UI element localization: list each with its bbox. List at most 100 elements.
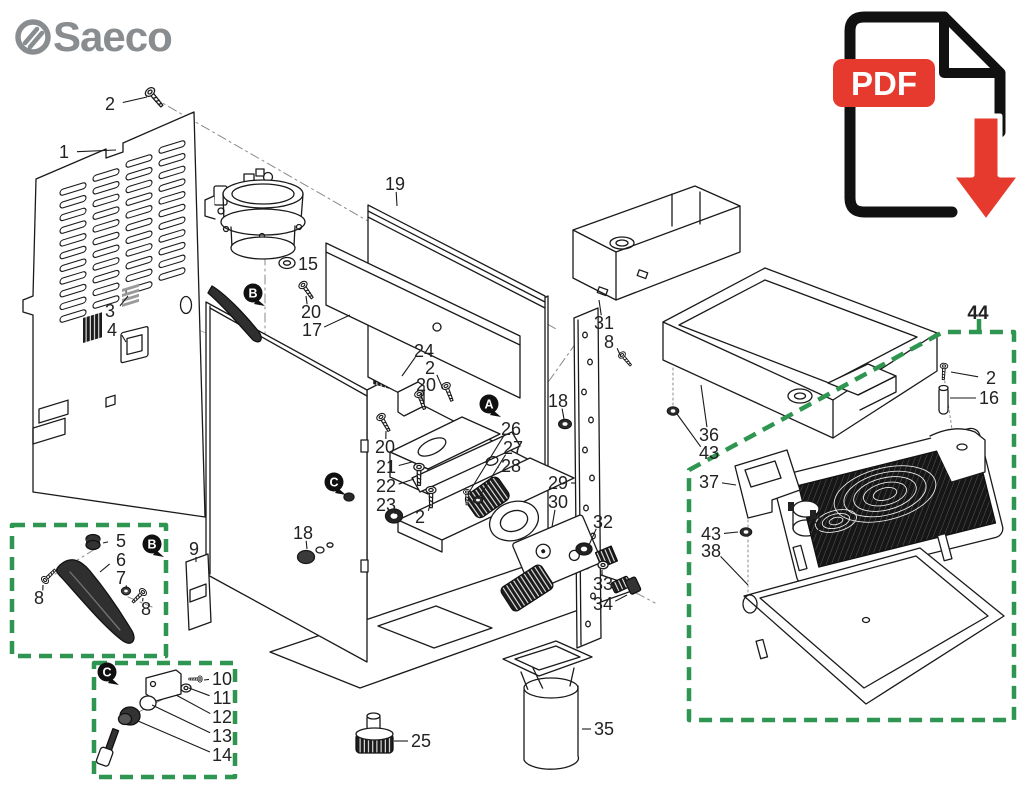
vent-clip-part-3	[122, 283, 139, 307]
part-callout-6: 6	[116, 550, 126, 570]
part-callout-9: 9	[189, 539, 199, 559]
washer-part-11	[180, 683, 192, 693]
drip-basin	[662, 267, 938, 439]
section-badge-A	[479, 394, 499, 414]
inner-panel-17	[325, 242, 521, 399]
pdf-badge	[833, 59, 935, 107]
part-callout-17: 17	[302, 320, 322, 340]
leader-line-10	[203, 678, 210, 681]
part-callout-3: 3	[105, 301, 115, 321]
lock-kit-group-c	[95, 669, 203, 767]
part-callout-32: 32	[593, 512, 613, 532]
part-callout-20: 20	[375, 437, 395, 457]
part-callout-13: 13	[212, 726, 232, 746]
part-callout-44: 44	[967, 303, 989, 324]
leader-line-27	[477, 454, 507, 500]
group-box-b	[9, 522, 169, 659]
part-callout-23: 23	[376, 495, 396, 515]
nut-part-32	[575, 542, 593, 556]
part-callout-27: 27	[503, 438, 523, 458]
part-callout-15: 15	[298, 254, 318, 274]
elbow-part-34	[610, 575, 642, 595]
part-callout-30: 30	[548, 492, 568, 512]
section-badge-label-B: B	[248, 287, 257, 301]
leader-line-37	[721, 482, 737, 486]
leader-line-22	[398, 478, 415, 485]
leader-line-34	[614, 594, 628, 602]
group-boxes	[9, 319, 1017, 780]
part-callout-7: 7	[116, 568, 126, 588]
leader-line-30	[551, 509, 556, 528]
part-callout-43: 43	[699, 443, 719, 463]
leader-line-6	[99, 563, 111, 573]
washer-part-15	[278, 256, 296, 270]
leader-line-2	[427, 504, 431, 512]
part-callout-8: 8	[34, 588, 44, 608]
leader-line-14	[137, 720, 211, 753]
part-callout-29: 29	[548, 473, 568, 493]
leader-line-2	[436, 374, 444, 390]
bracket-part-12	[145, 669, 182, 702]
section-badge-C	[97, 662, 117, 682]
part-callout-10: 10	[212, 669, 232, 689]
leader-line-24	[401, 356, 416, 377]
part-callout-34: 34	[593, 594, 613, 614]
part-callout-11: 11	[213, 688, 232, 708]
grounds-container	[572, 185, 741, 301]
leader-line-12	[175, 694, 211, 715]
leader-line-32	[588, 528, 597, 546]
foot-part-25	[355, 712, 394, 754]
saeco-logo-text: Saeco	[53, 13, 172, 60]
leader-line-2	[122, 96, 148, 104]
cap-part-5	[85, 533, 101, 551]
part-callout-12: 12	[212, 707, 232, 727]
leader-line-2	[950, 371, 979, 378]
section-badge-B	[142, 534, 162, 554]
section-badge-label-C: C	[102, 666, 111, 680]
leader-line-18	[561, 408, 565, 420]
part-callout-28: 28	[501, 456, 521, 476]
leader-line-43	[676, 413, 702, 448]
part-callout-16: 16	[979, 388, 999, 408]
leader-line-43	[723, 531, 739, 534]
leader-line-17	[323, 314, 351, 328]
handle-kit-group-b	[39, 533, 149, 644]
small-hardware	[142, 85, 680, 754]
part-callout-2: 2	[425, 358, 435, 378]
section-badge-B	[243, 283, 263, 303]
part-callout-37: 37	[699, 472, 719, 492]
pdf-download-icon[interactable]: PDF	[833, 11, 1024, 225]
window-frame-part-4	[120, 326, 149, 364]
leader-line-13	[151, 704, 211, 734]
roller-part-23	[384, 508, 404, 524]
valve-block	[500, 514, 642, 612]
leader-line-26	[467, 435, 505, 495]
front-door	[205, 285, 369, 663]
drip-tray-group-44	[734, 362, 1005, 705]
door-handle-top	[207, 285, 262, 343]
part-callout-18: 18	[293, 523, 313, 543]
leader-line-36	[700, 384, 708, 428]
part-callout-24: 24	[414, 341, 434, 361]
leader-line-31	[598, 299, 602, 316]
saeco-logo: Saeco	[15, 13, 173, 60]
part-callout-4: 4	[107, 320, 117, 340]
document-icon	[844, 11, 958, 218]
part-callout-26: 26	[501, 419, 521, 439]
part-callout-19: 19	[385, 174, 405, 194]
part-callout-1: 1	[59, 142, 69, 162]
plug-part-18	[296, 542, 334, 565]
callout-layer: 2134151920172422020212223226272818293031…	[34, 94, 999, 765]
part-callout-20: 20	[301, 302, 321, 322]
leader-line-21	[398, 461, 413, 467]
leader-line-3	[119, 295, 129, 307]
part-callout-18: 18	[548, 391, 568, 411]
boiler-assembly	[204, 168, 306, 270]
part-callout-20: 20	[416, 375, 436, 395]
part-callout-5: 5	[116, 531, 126, 551]
part-callout-2: 2	[986, 368, 996, 388]
part-callout-2: 2	[415, 507, 425, 527]
leader-line-4	[121, 334, 127, 343]
part-callout-36: 36	[699, 425, 719, 445]
